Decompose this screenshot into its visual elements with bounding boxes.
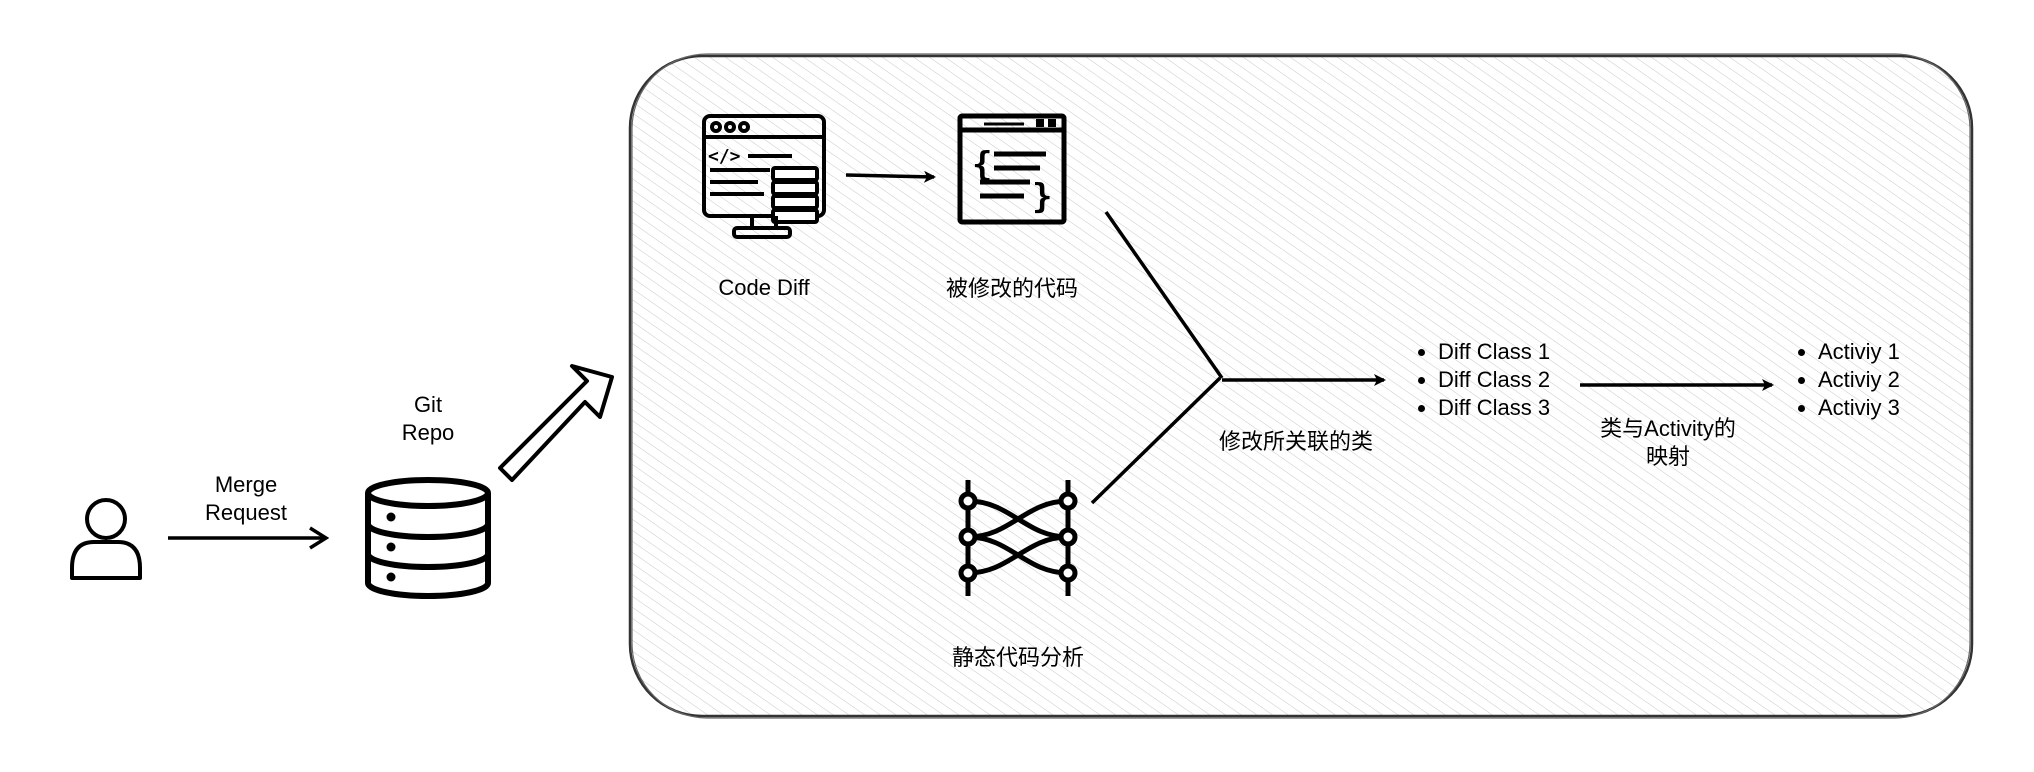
merge-request-line1: Merge [214,472,278,497]
svg-text:{: { [972,145,992,185]
merge-request-line2: Request [205,500,287,525]
activity-list: Activiy 1 Activiy 2 Activiy 3 [1790,338,1900,422]
code-window-icon: { } [957,113,1067,225]
merge-request-label: Merge Request [205,471,287,527]
list-item: Diff Class 3 [1438,394,1550,422]
hollow-arrow [498,364,614,482]
mapping-label: 类与Activity的 映射 [1600,415,1736,471]
svg-text:</>: </> [708,146,741,167]
list-item: Diff Class 2 [1438,366,1550,394]
modified-code-label: 被修改的代码 [945,276,1079,301]
mapping-line1: 类与Activity的 [1600,416,1736,441]
user-icon [70,498,142,580]
code-monitor-icon: </> [702,114,826,239]
related-classes-label: 修改所关联的类 [1218,429,1374,454]
code-converge-line [1104,210,1224,380]
analysis-converge-line [1090,376,1222,505]
list-item: Diff Class 1 [1438,338,1550,366]
diff-to-code-arrow [845,170,936,183]
database-icon [365,477,491,599]
git-repo-line2: Repo [401,420,455,445]
code-diff-label: Code Diff [718,275,810,300]
list-item: Activiy 3 [1818,394,1900,422]
list-item: Activiy 1 [1818,338,1900,366]
svg-text:}: } [1032,177,1052,217]
network-graph-icon [958,480,1078,596]
mapping-line2: 映射 [1645,444,1690,469]
git-repo-line1: Git [413,392,443,417]
static-analysis-label: 静态代码分析 [951,645,1085,670]
git-repo-label: Git Repo [402,391,455,447]
diff-class-list: Diff Class 1 Diff Class 2 Diff Class 3 [1410,338,1550,422]
list-item: Activiy 2 [1818,366,1900,394]
merge-request-arrow [168,526,330,550]
